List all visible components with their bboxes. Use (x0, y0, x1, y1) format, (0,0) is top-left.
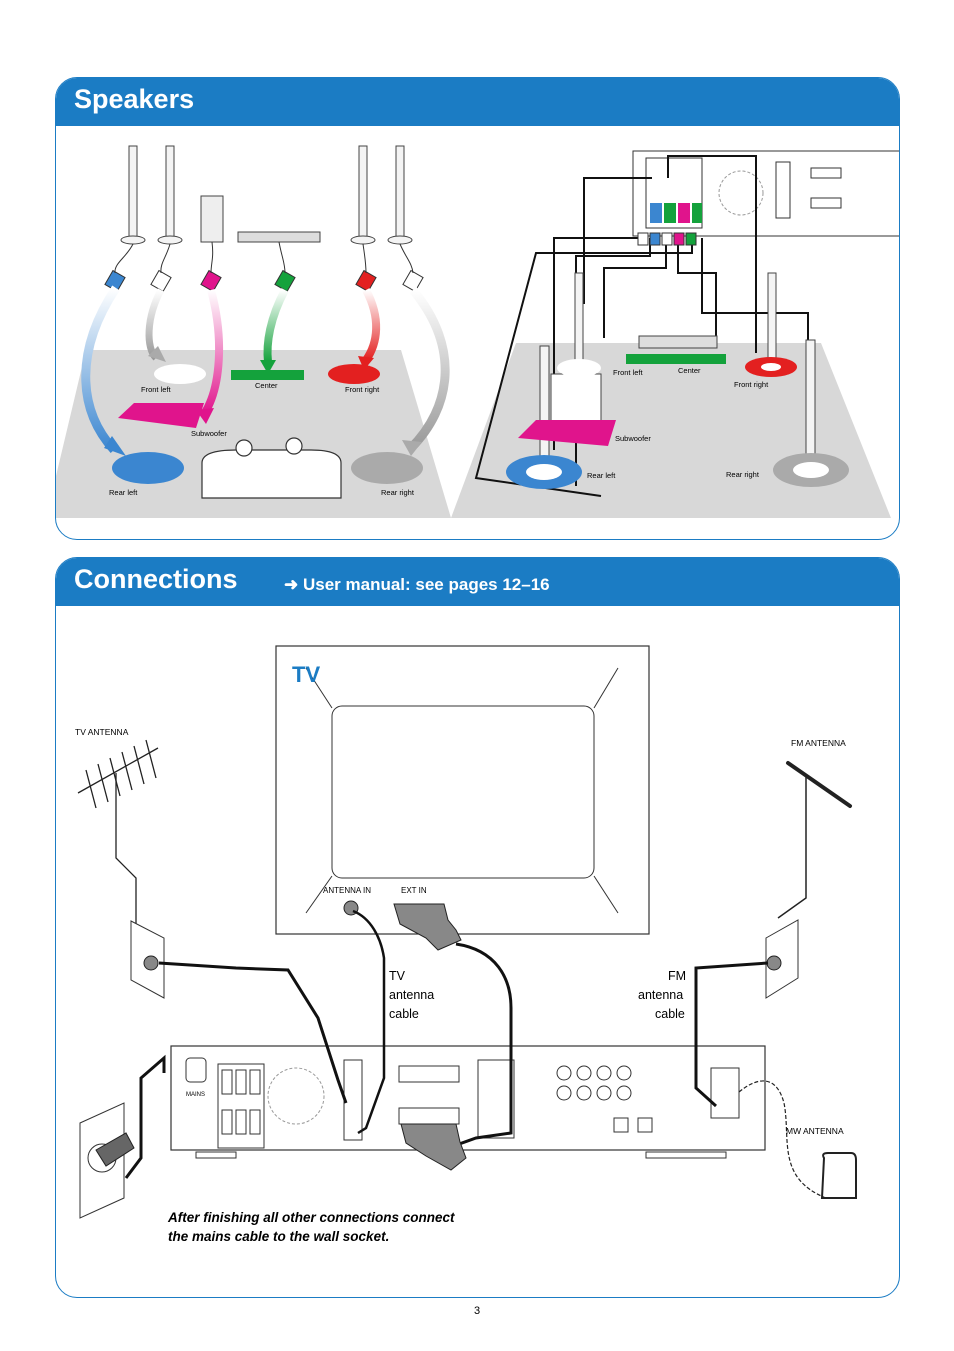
mains-label: MAINS (186, 1092, 205, 1098)
right-floor (451, 343, 891, 518)
front-left-pad (154, 364, 206, 384)
antenna-in-label: ANTENNA IN (323, 886, 371, 895)
speakers-panel: Speakers (55, 77, 900, 540)
mw-antenna-label: MW ANTENNA (786, 1126, 844, 1136)
tv-label: TV (292, 662, 320, 687)
right-center-speaker (638, 335, 718, 349)
fm-antenna-icon (786, 761, 852, 808)
mains-plug (95, 1132, 135, 1167)
page-number: 3 (473, 1305, 481, 1317)
tv-scart-plug (393, 903, 462, 951)
connections-title: Connections (74, 564, 238, 594)
label-rear-right-right-scene: Rear right (726, 470, 760, 479)
fm-cable (694, 961, 769, 1108)
connections-panel: Connections ➜ User manual: see pages 12–… (55, 557, 900, 1298)
subwoofer-pad (118, 403, 204, 428)
tv-cable-label-1: TV (389, 969, 406, 983)
manual-reference: ➜ User manual: see pages 12–16 (284, 575, 550, 594)
center-pad (231, 370, 304, 380)
label-front-left: Front left (141, 385, 172, 394)
label-subwoofer: Subwoofer (191, 429, 227, 438)
connections-header: Connections ➜ User manual: see pages 12–… (56, 558, 899, 606)
mains-cable (124, 1054, 166, 1179)
label-front-left-right-scene: Front left (613, 368, 644, 377)
ext-in-label: EXT IN (401, 886, 427, 895)
couch-icon (201, 437, 342, 499)
fm-cable-label-2: antenna (638, 988, 683, 1002)
mains-connection-note: After finishing all other connections co… (168, 1208, 528, 1246)
label-rear-right: Rear right (381, 488, 415, 497)
note-line-2: the mains cable to the wall socket. (168, 1229, 390, 1244)
rear-right-pad (351, 452, 423, 484)
receiver-scart-plug (400, 1123, 467, 1171)
label-front-right-right-scene: Front right (734, 380, 769, 389)
mw-antenna-icon (738, 1080, 857, 1199)
note-line-1: After finishing all other connections co… (168, 1210, 455, 1225)
fm-cable-label-1: FM (668, 969, 686, 983)
fm-cable-label-3: cable (655, 1007, 685, 1021)
front-right-pad (328, 364, 380, 384)
fm-wall-socket (765, 919, 799, 999)
label-rear-left: Rear left (109, 488, 138, 497)
scart-cable (447, 942, 513, 1150)
tv-antenna-cable (158, 961, 348, 1104)
label-rear-left-right-scene: Rear left (587, 471, 616, 480)
tv-cable-label-2: antenna (389, 988, 434, 1002)
subwoofer-icon (200, 195, 224, 243)
speakers-header: Speakers (56, 78, 899, 126)
label-subwoofer-right-scene: Subwoofer (615, 434, 651, 443)
speakers-title: Speakers (74, 84, 195, 114)
fm-antenna-label: FM ANTENNA (791, 738, 846, 748)
tv-screen (331, 705, 595, 879)
connections-illustration: TV ANTENNA IN EXT IN TV ANTENNA (75, 645, 857, 1219)
tv-antenna-icon (77, 739, 159, 938)
speakers-illustration: Front left Center Front right Subwoofer … (56, 145, 899, 518)
label-front-right: Front right (345, 385, 380, 394)
front-speaker-stands-left (120, 145, 413, 245)
connector-plugs (104, 269, 424, 293)
label-center: Center (255, 381, 278, 390)
tv-antenna-label: TV ANTENNA (75, 727, 129, 737)
arrow-rear-left (81, 285, 120, 454)
rear-left-pad (112, 452, 184, 484)
label-center-right-scene: Center (678, 366, 701, 375)
receiver (170, 1045, 766, 1151)
center-speaker-icon (237, 231, 321, 243)
tv-cable-label-3: cable (389, 1007, 419, 1021)
